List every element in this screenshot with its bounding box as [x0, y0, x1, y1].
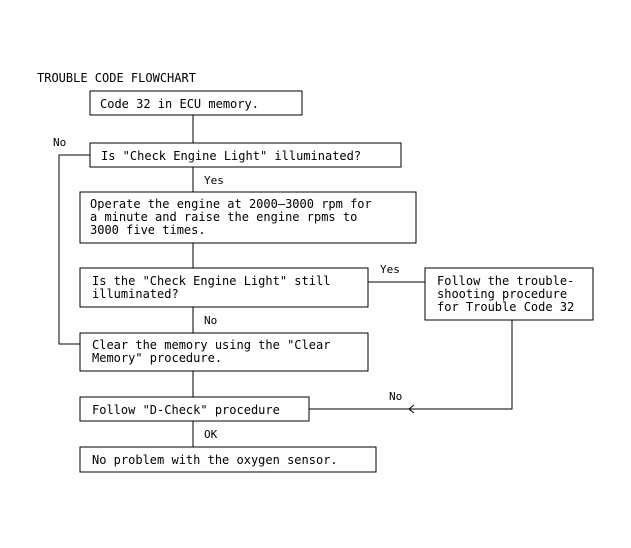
box-operate-line: 3000 five times.	[90, 223, 206, 237]
box-troubleshoot-line: shooting procedure	[437, 287, 567, 301]
label-no-check-light: No	[53, 136, 66, 149]
box-operate-line: a minute and raise the engine rpms to	[90, 210, 357, 224]
box-still-lit-line: illuminated?	[92, 287, 179, 301]
box-clear-line: Memory" procedure.	[92, 351, 222, 365]
box-clear: Clear the memory using the "Clear Memory…	[79, 332, 369, 372]
label-ok-dcheck: OK	[204, 428, 218, 441]
box-end: No problem with the oxygen sensor.	[79, 446, 377, 473]
label-no-still-lit: No	[204, 314, 217, 327]
arrow-head-icon	[408, 404, 415, 414]
box-dcheck-line: Follow "D-Check" procedure	[92, 403, 280, 417]
box-dcheck: Follow "D-Check" procedure	[79, 396, 310, 422]
box-troubleshoot-line: Follow the trouble-	[437, 274, 574, 288]
connector-no-loop	[58, 154, 90, 345]
label-no-troubleshoot: No	[389, 390, 402, 403]
box-end-line: No problem with the oxygen sensor.	[92, 453, 338, 467]
box-start-line: Code 32 in ECU memory.	[100, 97, 259, 111]
box-troubleshoot: Follow the trouble- shooting procedure f…	[424, 267, 594, 321]
box-still-lit-line: Is the "Check Engine Light" still	[92, 274, 330, 288]
box-check-light: Is "Check Engine Light" illuminated?	[89, 142, 402, 168]
box-check-light-line: Is "Check Engine Light" illuminated?	[101, 149, 361, 163]
box-operate-line: Operate the engine at 2000–3000 rpm for	[90, 197, 372, 211]
label-yes-still-lit: Yes	[380, 263, 400, 276]
connector-troubleshoot-to-dcheck	[309, 320, 513, 410]
box-start: Code 32 in ECU memory.	[89, 90, 303, 116]
box-still-lit: Is the "Check Engine Light" still illumi…	[79, 267, 369, 308]
flowchart-title: TROUBLE CODE FLOWCHART	[37, 71, 196, 85]
box-operate: Operate the engine at 2000–3000 rpm for …	[79, 191, 417, 244]
connectors	[58, 115, 513, 447]
box-clear-line: Clear the memory using the "Clear	[92, 338, 330, 352]
label-yes-check-light: Yes	[204, 174, 224, 187]
box-troubleshoot-line: for Trouble Code 32	[437, 300, 574, 314]
